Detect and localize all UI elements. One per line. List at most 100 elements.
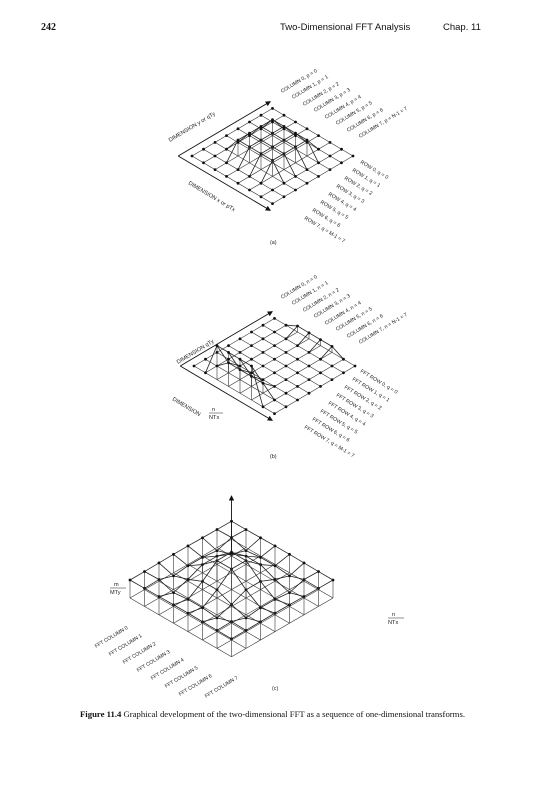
grid-node [204,357,207,361]
surface-line [272,119,285,127]
surface-line [260,578,276,582]
grid-node [225,175,228,178]
surface-line [245,555,261,558]
figure-c-grid [128,495,335,658]
surface-line [144,579,160,589]
axis-label-y: DIMENSION y or qTy [168,111,217,144]
surface-line [260,132,273,141]
axis-arrow [177,155,271,211]
grid-line [173,572,276,632]
surface-line [260,599,276,609]
grid-line [203,148,285,198]
axis-label-x-denominator: NTx [209,415,219,421]
grid-line [144,589,247,649]
surface-line [187,557,203,567]
grid-node [317,175,320,178]
grid-node [248,134,251,137]
grid-node [307,378,311,381]
surface-line [144,587,160,597]
surface-line [158,553,174,564]
grid-node [236,181,240,185]
grid-node [261,337,265,341]
grid-line [203,114,285,164]
surface-line [237,146,250,170]
surface-line [187,607,203,614]
surface-line [245,621,261,631]
grid-node [319,357,322,361]
grid-line [202,580,305,641]
surface-line [306,139,319,150]
grid-node [284,391,288,395]
surface-line [173,604,189,614]
grid-node [259,195,263,199]
surface-line [318,571,334,581]
surface-line [308,332,321,340]
surface-line [216,621,232,631]
grid-node [282,127,286,131]
figure-caption: Figure 11.4 Graphical development of the… [80,709,480,720]
surface-line [187,581,203,600]
surface-line [274,575,290,580]
surface-line [245,617,261,623]
grid-node [319,338,322,341]
grid-node [342,357,345,361]
figure-a-labels: COLUMN 0, p = 0 COLUMN 1, p = 1 COLUMN 2… [168,68,409,246]
surface-line [205,345,218,373]
grid-line [226,128,308,177]
surface-line [245,529,261,539]
grid-line [216,547,319,607]
grid-node [288,574,291,578]
grid-node [317,147,320,151]
surface-line [260,537,276,547]
surface-line [202,607,218,619]
grid-node [271,118,274,121]
surface-line [187,545,203,558]
surface-line [216,345,229,353]
subfigure-label: (c) [272,686,278,692]
grid-node [302,561,306,565]
surface-line [202,621,218,631]
grid-node [259,181,263,185]
surface-line [245,607,261,619]
surface-line [260,146,273,154]
grid-node [202,161,205,165]
subfigure-label: (a) [270,240,277,246]
grid-line [214,142,296,191]
caption-label: Figure 11.4 [80,709,122,719]
grid-node [261,381,265,385]
surface-line [202,560,218,565]
grid-node [307,331,311,335]
grid-node [284,337,288,341]
surface-line [231,550,247,555]
grid-node [238,357,242,361]
grid-node [305,138,309,142]
surface-line [245,589,261,609]
grid-node [238,337,242,341]
surface-line [303,579,319,589]
grid-node [238,364,242,368]
axis-label-x: DIMENSION [171,397,201,418]
surface-line [260,119,273,130]
surface-line [283,146,296,154]
surface-line [239,358,252,377]
grid-node [271,202,274,206]
surface-line [231,553,247,557]
grid-node [273,564,277,568]
surface-line [274,604,290,614]
surface-line [303,587,319,597]
surface-line [173,598,189,606]
grid-node [284,378,288,381]
surface-line [187,599,203,609]
grid-node [213,168,217,171]
surface-line [216,589,232,605]
surface-line [297,325,310,334]
grid-node [282,113,286,117]
surface-line [289,553,305,564]
surface-line [274,554,290,567]
surface-line [158,575,174,580]
grid-line [239,338,321,387]
surface-line [245,560,261,565]
surface-line [228,362,241,367]
surface-line [216,629,232,640]
grid-node [248,120,251,124]
